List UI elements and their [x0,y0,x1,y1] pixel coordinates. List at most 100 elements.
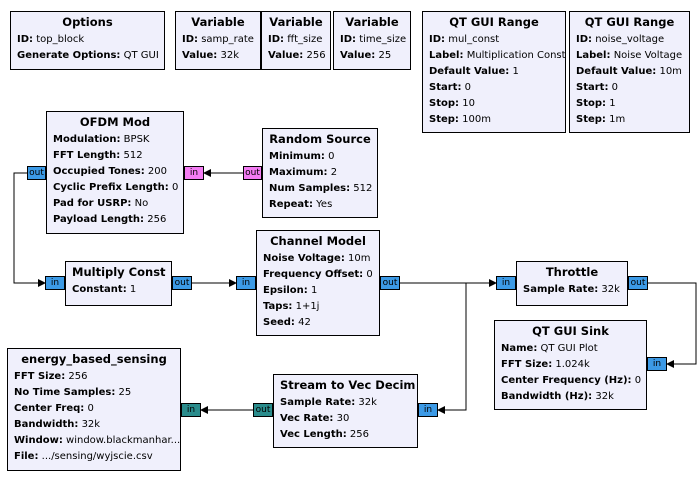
block-title: QT GUI Sink [532,324,609,338]
block-param: FFT Length: 512 [53,148,177,164]
block-title: energy_based_sensing [21,352,167,366]
block-param: No Time Samples: 25 [14,385,174,401]
block-param: Value: 32k [182,48,254,64]
param-key: Name: [501,343,538,354]
param-key: ID: [576,34,593,45]
param-key: Modulation: [53,134,121,145]
block-title: Variable [269,15,323,29]
param-key: Payload Length: [53,214,145,225]
param-value: QT GUI [123,50,159,61]
param-value: 0 [87,403,94,414]
energy-sensing-in-port[interactable]: in [181,403,201,417]
throttle-out-port[interactable]: out [628,276,648,290]
param-key: Sample Rate: [523,284,599,295]
param-value: 512 [353,183,373,194]
connection-ofdm-to-multiply[interactable] [13,172,46,287]
block-title: Options [62,15,113,29]
block-param: ID: samp_rate [182,32,254,48]
block-param: Step: 1m [576,112,683,128]
param-value: Multiplication Const [466,50,566,61]
block-title: Multiply Const [72,265,166,279]
param-key: Step: [429,114,459,125]
param-key: Num Samples: [269,183,351,194]
block-param: Frequency Offset: 0 [263,267,373,283]
multiply-const-in-port[interactable]: in [45,276,65,290]
param-value: 256 [349,429,369,440]
param-key: No Time Samples: [14,387,116,398]
param-key: File: [14,451,39,462]
param-key: Vec Rate: [280,413,334,424]
param-value: 512 [123,150,143,161]
block-param: File: .../sensing/wyjscie.csv [14,449,174,465]
param-value: 1 [129,284,137,295]
param-key: FFT Size: [501,359,553,370]
param-value: samp_rate [201,34,254,45]
param-key: Cyclic Prefix Length: [53,182,169,193]
random-source-out-port[interactable]: out [243,166,262,180]
connection-channel-to-stream-vec[interactable] [437,282,467,414]
param-key: FFT Size: [14,371,66,382]
param-value: BPSK [123,134,150,145]
block-param: Bandwidth: 32k [14,417,174,433]
param-key: Seed: [263,317,295,328]
block-param: Repeat: Yes [269,197,371,213]
throttle-in-port[interactable]: in [496,276,516,290]
ofdm-mod-out-port[interactable]: out [27,166,46,180]
param-key: Stop: [429,98,460,109]
param-value: 30 [336,413,350,424]
channel-model-out-port[interactable]: out [380,276,400,290]
param-value: QT GUI Plot [540,343,598,354]
param-key: Default Value: [429,66,510,77]
param-key: Noise Voltage: [263,253,345,264]
param-value: 10m [659,66,682,77]
block-param: Start: 0 [429,80,559,96]
param-value: 42 [298,317,311,328]
param-value: window.blackmanhar... [66,435,181,446]
param-key: Maximum: [269,167,328,178]
param-key: Default Value: [576,66,657,77]
block-title: Stream to Vec Decim [280,378,416,392]
param-value: time_size [359,34,407,45]
param-key: Value: [182,50,218,61]
multiply-const-out-port[interactable]: out [172,276,192,290]
param-value: 1 [310,285,318,296]
stream-to-vec-out-port[interactable]: out [253,403,273,417]
block-param: Default Value: 10m [576,64,683,80]
param-value: 25 [378,50,392,61]
param-value: Noise Voltage [613,50,683,61]
param-value: 1.024k [555,359,590,370]
param-key: Taps: [263,301,293,312]
ofdm-mod-in-port[interactable]: in [184,166,204,180]
param-key: Epsilon: [263,285,308,296]
param-value: 32k [358,397,377,408]
param-key: Stop: [576,98,607,109]
block-param: Center Freq: 0 [14,401,174,417]
channel-model-in-port[interactable]: in [236,276,256,290]
qt-gui-sink-in-port[interactable]: in [647,357,667,371]
block-param: ID: fft_size [268,32,324,48]
param-key: ID: [340,34,357,45]
block-param: Step: 100m [429,112,559,128]
stream-to-vec-in-port[interactable]: in [418,403,438,417]
connection-throttle-to-sink[interactable] [648,282,697,368]
param-key: Constant: [72,284,127,295]
block-param: ID: top_block [17,32,158,48]
block-param: Modulation: BPSK [53,132,177,148]
param-key: Occupied Tones: [53,166,145,177]
param-value: No [134,198,149,209]
